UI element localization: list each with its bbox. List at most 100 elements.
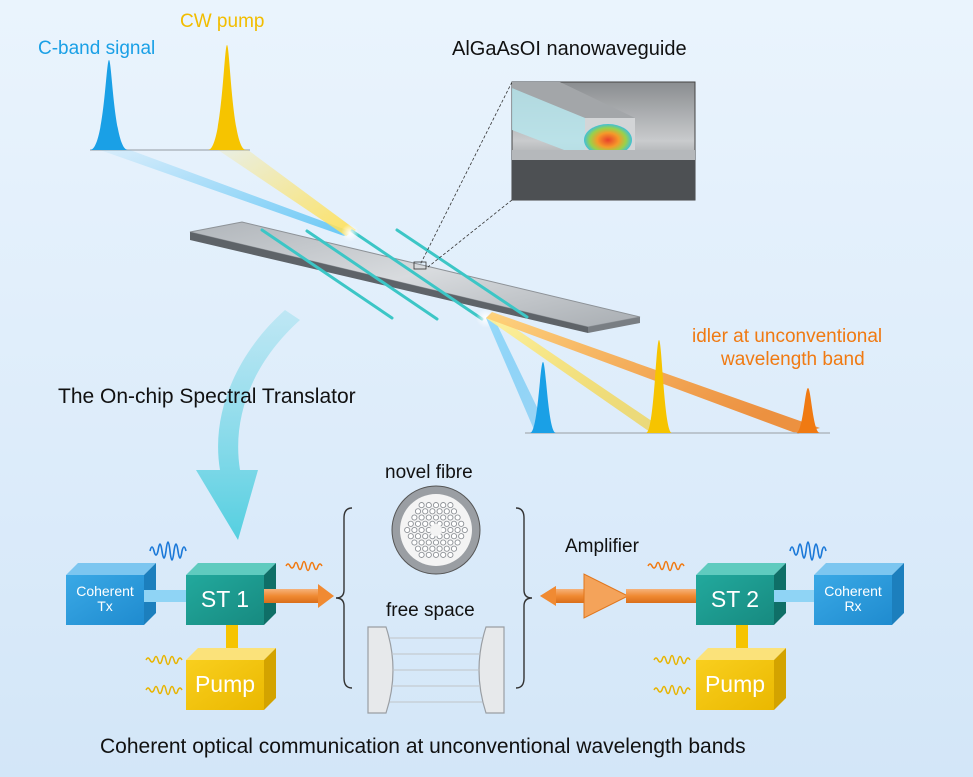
coherent-tx-label: Coherent Tx — [66, 583, 144, 615]
channel-options — [335, 485, 533, 714]
fibre-hole — [436, 545, 443, 552]
fibre-hole — [458, 520, 465, 527]
fibre-hole — [436, 508, 443, 515]
fibre-hole — [429, 545, 436, 552]
left-pump-label: Pump — [194, 671, 256, 697]
fibre-hole — [454, 514, 461, 521]
fibre-hole — [447, 514, 454, 521]
st2-label: ST 2 — [710, 586, 760, 612]
fibre-hole — [432, 551, 440, 558]
fibre-hole — [414, 508, 422, 515]
fibre-hole — [432, 514, 440, 521]
pump-label: CW pump — [180, 11, 265, 32]
coherent-rx-box — [814, 575, 892, 625]
chip-side-edge — [588, 317, 640, 333]
fibre-hole — [422, 520, 429, 527]
signal-beam — [100, 150, 352, 236]
fibre-hole — [411, 526, 418, 534]
right-receiver — [540, 541, 904, 710]
fibre-hole — [425, 551, 432, 558]
output-spectrum — [525, 340, 830, 434]
waveguide-label: AlGaAsOI nanowaveguide — [452, 38, 687, 60]
fibre-hole — [422, 533, 429, 540]
fibre-hole — [450, 520, 458, 527]
idler-label-line2: wavelength band — [721, 349, 865, 370]
signal-label: C-band signal — [38, 38, 156, 59]
st1-box — [186, 575, 264, 625]
right-pump-wave-icon-1 — [653, 654, 691, 666]
right-pump-link — [736, 625, 748, 649]
output-pump-peak — [646, 340, 672, 433]
fibre-hole — [447, 539, 454, 546]
fibre-hole — [454, 526, 461, 534]
fibre-hole — [432, 539, 440, 546]
fibre-hole — [425, 514, 432, 521]
translator-title: The On-chip Spectral Translator — [58, 385, 356, 408]
amplifier-triangle — [583, 573, 630, 619]
fibre-hole — [407, 520, 414, 527]
fibre-hole — [425, 502, 432, 509]
fibre-hole — [404, 526, 411, 534]
fibre-hole — [443, 508, 450, 515]
fibre-hole — [429, 508, 436, 515]
pump-peak — [208, 45, 246, 150]
left-pump-wave-icon-1 — [145, 654, 183, 666]
optical-mode-profile — [584, 124, 632, 156]
fibre-hole — [461, 526, 468, 534]
novel-fibre-label: novel fibre — [385, 462, 473, 483]
amplifier-label: Amplifier — [565, 536, 639, 557]
output-signal-beam — [486, 314, 548, 432]
idler-peak — [796, 388, 820, 433]
fibre-hole — [450, 508, 458, 515]
right-pump-box — [696, 660, 774, 710]
pump-beam — [218, 150, 356, 236]
tx-signal-wave-icon — [149, 541, 187, 561]
fibre-hole — [422, 508, 429, 515]
fibre-hole — [447, 526, 454, 534]
chip-waveguides — [260, 228, 529, 321]
fibre-hole — [411, 539, 418, 546]
st1-idler-wave-icon — [285, 560, 323, 572]
fibre-hole — [418, 551, 425, 558]
fibre-hole — [418, 502, 425, 509]
coherent-tx-line1: Coherent — [76, 583, 134, 599]
fibre-hole — [443, 520, 450, 527]
waveguide-side — [512, 88, 585, 158]
free-space-lenses — [367, 626, 505, 714]
amplifier-fiber — [626, 589, 696, 603]
chip-front-edge — [190, 232, 588, 333]
fibre-hole — [447, 502, 454, 509]
fibre-hole — [443, 533, 450, 540]
fibre-hole — [440, 539, 447, 546]
fibre-hole — [414, 520, 422, 527]
idler-label-line1: idler at unconventional — [692, 326, 883, 347]
st1-output-fiber — [264, 589, 320, 603]
fibre-hole — [414, 533, 422, 540]
output-signal-peak — [530, 362, 556, 433]
right-brace — [515, 507, 533, 689]
translator-to-system-arrow — [196, 310, 300, 540]
output-pump-beam — [486, 314, 665, 432]
amplifier-input-tip — [540, 586, 556, 606]
fibre-hole — [411, 514, 418, 521]
fibre-hole — [422, 545, 429, 552]
input-coupling-spot — [341, 224, 359, 242]
fibre-hole — [454, 539, 461, 546]
left-transmitter — [66, 541, 334, 710]
coherent-tx-box — [66, 575, 144, 625]
spectral-translator-chip — [189, 221, 641, 333]
st2-box — [696, 575, 774, 625]
fibre-hole — [418, 539, 425, 546]
left-brace — [335, 507, 353, 689]
right-pump-label: Pump — [704, 671, 766, 697]
fibre-hole — [418, 514, 425, 521]
novel-fibre-cross-section — [391, 485, 481, 575]
idler-beam — [486, 312, 820, 434]
fibre-hole — [414, 545, 422, 552]
caption: Coherent optical communication at unconv… — [100, 735, 746, 758]
coherent-rx-line2: Rx — [844, 598, 862, 615]
coherent-rx-label: Coherent Rx — [814, 583, 892, 615]
left-pump-box — [186, 660, 264, 710]
right-pump-wave-icon-2 — [653, 684, 691, 696]
